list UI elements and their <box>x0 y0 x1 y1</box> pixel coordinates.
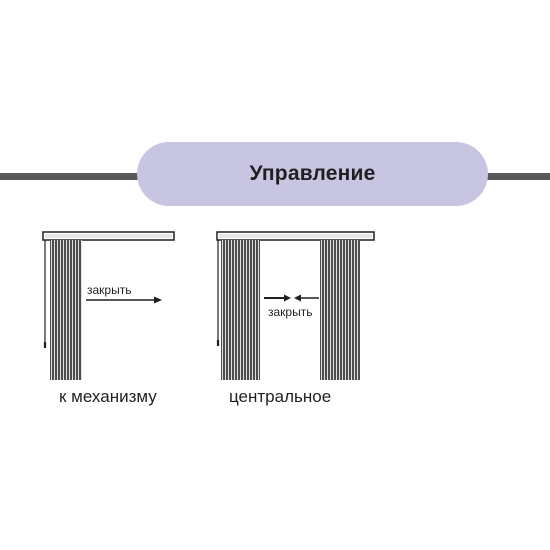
close-direction-arrows <box>264 294 319 302</box>
blind-diagram-to-mechanism <box>38 222 218 422</box>
divider-line-right <box>484 173 550 180</box>
option-caption-to-mechanism: к механизму <box>59 387 157 406</box>
slat-stack <box>50 240 82 380</box>
blind-diagram-center-svg <box>216 231 375 380</box>
slat-stack <box>320 240 360 380</box>
headrail <box>42 231 175 241</box>
close-direction-arrow <box>86 296 162 304</box>
section-header-pill <box>137 142 488 206</box>
section-title: Управление <box>249 162 376 185</box>
blind-slats <box>221 240 360 380</box>
blind-diagram-to-mechanism-svg <box>42 231 175 380</box>
headrail <box>216 231 375 241</box>
blind-slats <box>50 240 82 380</box>
divider-line-left <box>0 173 142 180</box>
option-caption-center: центральное <box>229 387 332 406</box>
close-action-label: закрыть <box>87 283 132 297</box>
blind-diagram-center <box>212 222 392 422</box>
close-action-label: закрыть <box>268 305 313 319</box>
